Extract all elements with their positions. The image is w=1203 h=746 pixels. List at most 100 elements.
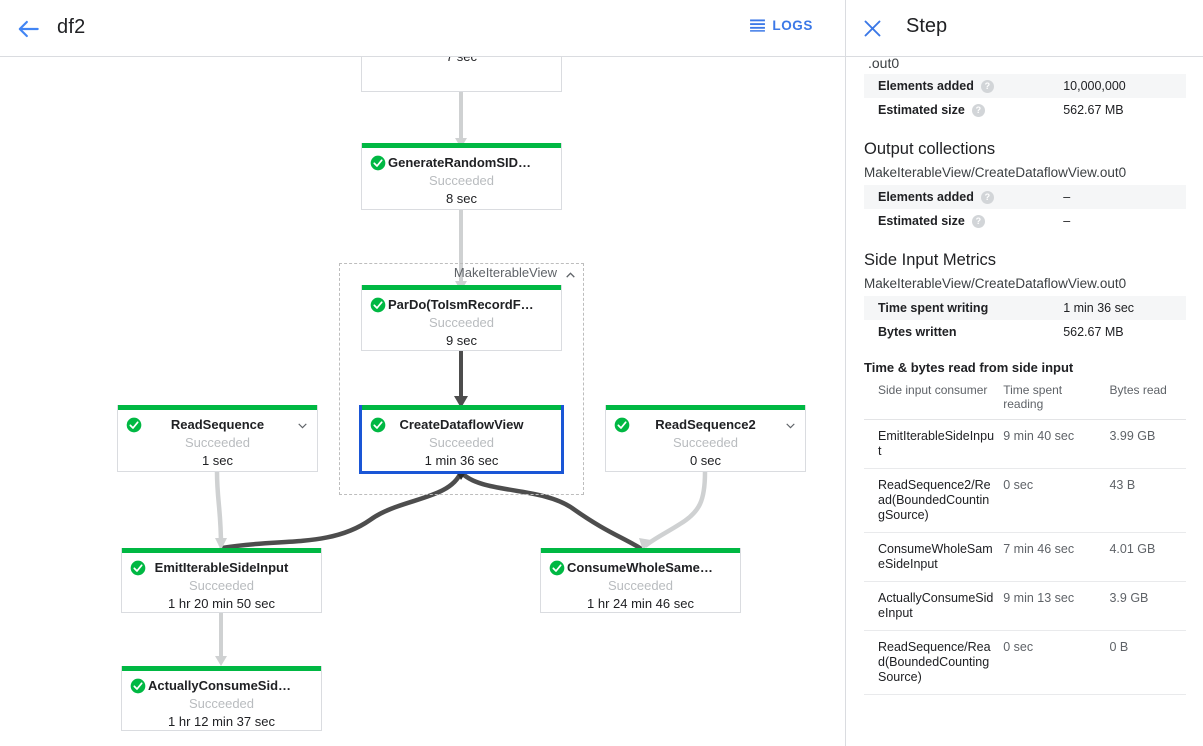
side-input-collection-name: MakeIterableView/CreateDataflowView.out0 [864, 276, 1127, 291]
cell-consumer: ReadSequence/Read(BoundedCountingSource) [864, 630, 1000, 695]
logs-button[interactable]: LOGS [750, 18, 813, 33]
input-metrics-table: Elements added? 10,000,000 Estimated siz… [864, 74, 1186, 122]
cell-time: 0 sec [999, 468, 1106, 533]
node-title: ReadSequence [170, 417, 265, 432]
table-row: ConsumeWholeSameSideInput 7 min 46 sec 4… [864, 532, 1186, 582]
close-icon[interactable] [862, 18, 883, 39]
cell-time: 9 min 13 sec [999, 581, 1106, 631]
table-body: EmitIterableSideInput 9 min 40 sec 3.99 … [864, 419, 1186, 695]
node-status: Succeeded [188, 578, 255, 593]
cell-consumer: ReadSequence2/Read(BoundedCountingSource… [864, 468, 1000, 533]
metric-key: Time spent writing [878, 301, 989, 315]
graph-node-createdataflowview[interactable]: CreateDataflowView Succeeded 1 min 36 se… [359, 405, 564, 474]
question-mark-icon[interactable]: ? [971, 215, 985, 228]
metric-value: 562.67 MB [1063, 325, 1124, 339]
question-mark-icon[interactable]: ? [971, 104, 985, 117]
node-status: Succeeded [607, 578, 674, 593]
output-collection-name: MakeIterableView/CreateDataflowView.out0 [864, 165, 1127, 180]
success-check-icon [549, 560, 565, 576]
success-check-icon [370, 297, 386, 313]
cell-time: 7 min 46 sec [999, 532, 1106, 582]
node-title: ConsumeWholeSameSi… [567, 560, 726, 575]
cell-bytes: 43 B [1105, 468, 1186, 533]
question-mark-icon[interactable]: ? [980, 191, 994, 204]
list-lines-icon [750, 19, 766, 32]
job-graph-pane: MakeIterableView Succeeded 7 sec Generat… [0, 0, 845, 731]
node-status: Succeeded [428, 315, 495, 330]
panel-body[interactable]: .out0 Elements added? 10,000,000 Estimat… [846, 58, 1203, 746]
side-input-read-table-heading: Time & bytes read from side input [864, 360, 1074, 375]
arrow-left-icon[interactable] [16, 16, 42, 42]
clipped-collection-name: .out0 [868, 58, 900, 71]
side-input-read-table: Side input consumer Time spent reading B… [864, 377, 1186, 695]
job-header: df2 LOGS [0, 0, 845, 57]
node-body: ConsumeWholeSameSi… Succeeded 1 hr 24 mi… [541, 553, 740, 621]
node-status: Succeeded [428, 173, 495, 188]
chevron-down-icon[interactable] [296, 419, 309, 432]
graph-node-consumewholesamesideinput[interactable]: ConsumeWholeSameSi… Succeeded 1 hr 24 mi… [540, 548, 741, 613]
status-bar [541, 548, 740, 553]
cell-bytes: 3.9 GB [1105, 581, 1186, 631]
logs-label: LOGS [772, 18, 813, 33]
metric-key: Elements added? [864, 185, 1057, 209]
column-header-bytes[interactable]: Bytes read [1105, 377, 1186, 420]
node-status: Succeeded [672, 435, 739, 450]
node-title: ParDo(ToIsmRecordFor… [388, 297, 547, 312]
status-bar [118, 405, 317, 410]
metric-value: – [1063, 214, 1071, 228]
cell-consumer: ActuallyConsumeSideInput [864, 581, 1000, 631]
panel-title: Step [906, 15, 948, 37]
table-row: ReadSequence/Read(BoundedCountingSource)… [864, 630, 1186, 695]
column-header-consumer[interactable]: Side input consumer [864, 377, 1000, 420]
node-title: CreateDataflowView [399, 417, 524, 432]
chevron-down-icon[interactable] [784, 419, 797, 432]
composite-group-label: MakeIterableView [453, 265, 557, 280]
cell-consumer: EmitIterableSideInput [864, 419, 1000, 469]
status-bar [362, 405, 561, 410]
table-row: Time spent writing 1 min 36 sec [864, 296, 1186, 320]
node-status: Succeeded [188, 696, 255, 711]
output-metrics-table: Elements added? – Estimated size? – [864, 185, 1186, 233]
table-header: Side input consumer Time spent reading B… [864, 377, 1186, 420]
graph-node-readsequence2[interactable]: ReadSequence2 Succeeded 0 sec [605, 405, 806, 472]
cell-bytes: 4.01 GB [1105, 532, 1186, 582]
metric-key: Estimated size? [864, 209, 1057, 233]
column-header-time[interactable]: Time spent reading [999, 377, 1106, 420]
composite-group-makeiterableview[interactable]: MakeIterableView [339, 263, 584, 495]
cell-consumer: ConsumeWholeSameSideInput [864, 532, 1000, 582]
graph-node-readsequence[interactable]: ReadSequence Succeeded 1 sec [117, 405, 318, 472]
graph-node-generaterandomsidata[interactable]: GenerateRandomSIData Succeeded 8 sec [361, 143, 562, 210]
output-collections-heading: Output collections [864, 140, 996, 158]
metric-key: Elements added? [864, 74, 1057, 98]
node-status: Succeeded [184, 435, 251, 450]
metric-label: Elements added [878, 79, 974, 93]
status-bar [122, 666, 321, 671]
status-bar [362, 143, 561, 148]
success-check-icon [614, 417, 630, 433]
graph-node-pardo-toismrecordfor[interactable]: ParDo(ToIsmRecordFor… Succeeded 9 sec [361, 285, 562, 351]
table-row: ActuallyConsumeSideInput 9 min 13 sec 3.… [864, 581, 1186, 631]
cell-bytes: 0 B [1105, 630, 1186, 695]
graph-node-emititerablesideinput[interactable]: EmitIterableSideInput Succeeded 1 hr 20 … [121, 548, 322, 613]
graph-edges [214, 92, 708, 666]
node-duration: 9 sec [445, 333, 478, 348]
metric-label: Elements added [878, 190, 974, 204]
success-check-icon [370, 155, 386, 171]
node-duration: 1 min 36 sec [424, 453, 499, 468]
cell-time: 9 min 40 sec [999, 419, 1106, 469]
table-row: EmitIterableSideInput 9 min 40 sec 3.99 … [864, 419, 1186, 469]
node-duration: 1 hr 20 min 50 sec [168, 596, 275, 611]
step-details-panel: Step .out0 Elements added? 10,000,000 Es… [845, 0, 1203, 746]
node-title: ActuallyConsumeSideI… [148, 678, 302, 693]
node-title: ReadSequence2 [655, 417, 756, 432]
table-row: Estimated size? 562.67 MB [864, 98, 1186, 122]
metric-value: 1 min 36 sec [1063, 301, 1135, 315]
chevron-up-icon[interactable] [564, 269, 577, 282]
status-bar [362, 285, 561, 290]
question-mark-icon[interactable]: ? [980, 80, 994, 93]
table-row: Elements added? – [864, 185, 1186, 209]
graph-node-actuallyconsumesideinput[interactable]: ActuallyConsumeSideI… Succeeded 1 hr 12 … [121, 666, 322, 731]
side-input-metrics-heading: Side Input Metrics [864, 251, 997, 269]
table-row: Bytes written 562.67 MB [864, 320, 1186, 344]
node-body: EmitIterableSideInput Succeeded 1 hr 20 … [122, 553, 321, 621]
